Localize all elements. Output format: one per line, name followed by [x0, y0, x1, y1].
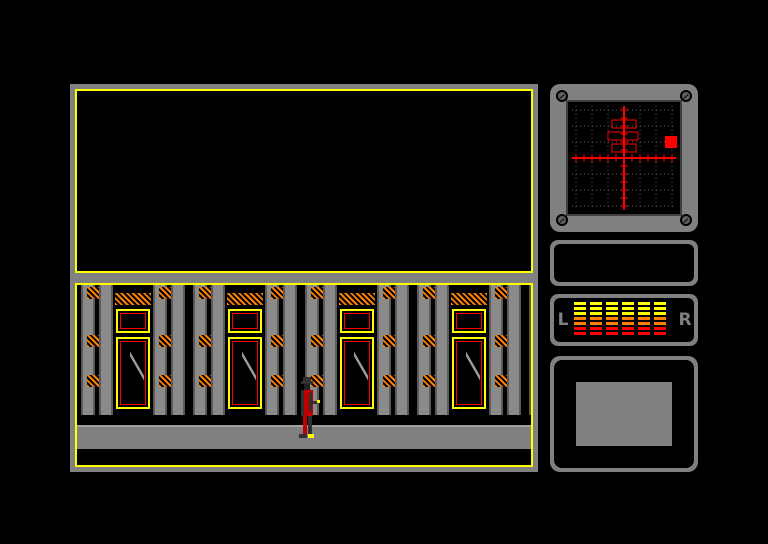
- status-text: [554, 244, 694, 282]
- brick-detail: [159, 287, 171, 299]
- brick-detail: [383, 287, 395, 299]
- wall-pillar: [193, 285, 207, 415]
- item-display-bezel: [554, 360, 694, 468]
- brick-detail: [311, 375, 323, 387]
- brick-detail: [271, 375, 283, 387]
- brick-detail: [159, 375, 171, 387]
- brick-detail: [271, 287, 283, 299]
- agent-character[interactable]: [295, 375, 321, 441]
- brick-detail: [199, 375, 211, 387]
- window-lintel: [115, 293, 151, 305]
- window-lintel: [227, 293, 263, 305]
- message-text: [75, 89, 533, 273]
- wall-pillar: [81, 285, 95, 415]
- brick-detail: [495, 287, 507, 299]
- brick-detail: [423, 287, 435, 299]
- message-window: [70, 84, 538, 278]
- brick-detail: [495, 335, 507, 347]
- window-lintel: [339, 293, 375, 305]
- building-window: [228, 309, 262, 409]
- brick-detail: [159, 335, 171, 347]
- wall-pillar: [171, 285, 185, 415]
- wall-pillar: [265, 285, 279, 415]
- wall-pillar: [153, 285, 167, 415]
- meter-right-label: R: [678, 310, 692, 330]
- brick-detail: [87, 375, 99, 387]
- brick-detail: [199, 287, 211, 299]
- bolt-icon: [556, 90, 568, 102]
- building-window: [452, 309, 486, 409]
- bolt-icon: [680, 90, 692, 102]
- item-display-screen: [576, 382, 672, 446]
- scene-viewport: [75, 283, 533, 467]
- bolt-icon: [680, 214, 692, 226]
- building-window: [116, 309, 150, 409]
- wall-pillar: [435, 285, 449, 415]
- brick-detail: [311, 287, 323, 299]
- bolt-icon: [556, 214, 568, 226]
- brick-detail: [199, 335, 211, 347]
- wall-pillar: [395, 285, 409, 415]
- brick-detail: [423, 335, 435, 347]
- brick-detail: [87, 335, 99, 347]
- brick-detail: [383, 375, 395, 387]
- building-facade: [77, 285, 531, 415]
- item-display-panel: [550, 356, 698, 472]
- wall-pillar: [507, 285, 521, 415]
- crosshair-grid-icon: [572, 106, 677, 210]
- radar-blip: [665, 136, 677, 148]
- lr-meter-panel: L R: [550, 294, 698, 346]
- wall-pillar: [489, 285, 503, 415]
- wall-pillar: [377, 285, 391, 415]
- status-panel: [550, 240, 698, 286]
- wall-pillar: [99, 285, 113, 415]
- meter-left-label: L: [557, 310, 569, 330]
- agent-hat: [303, 377, 311, 381]
- radar-panel: [550, 84, 698, 232]
- building-window: [340, 309, 374, 409]
- brick-detail: [311, 335, 323, 347]
- wall-pillar: [417, 285, 431, 415]
- gun-icon: [317, 400, 320, 403]
- brick-detail: [495, 375, 507, 387]
- brick-detail: [383, 335, 395, 347]
- wall-pillar: [529, 285, 531, 415]
- wall-pillar: [283, 285, 297, 415]
- brick-detail: [87, 287, 99, 299]
- scene-window[interactable]: [70, 278, 538, 472]
- brick-detail: [271, 335, 283, 347]
- radar-screen: [566, 100, 682, 216]
- brick-detail: [423, 375, 435, 387]
- window-lintel: [451, 293, 487, 305]
- lr-meter: L R: [554, 298, 694, 342]
- wall-pillar: [211, 285, 225, 415]
- wall-pillar: [323, 285, 337, 415]
